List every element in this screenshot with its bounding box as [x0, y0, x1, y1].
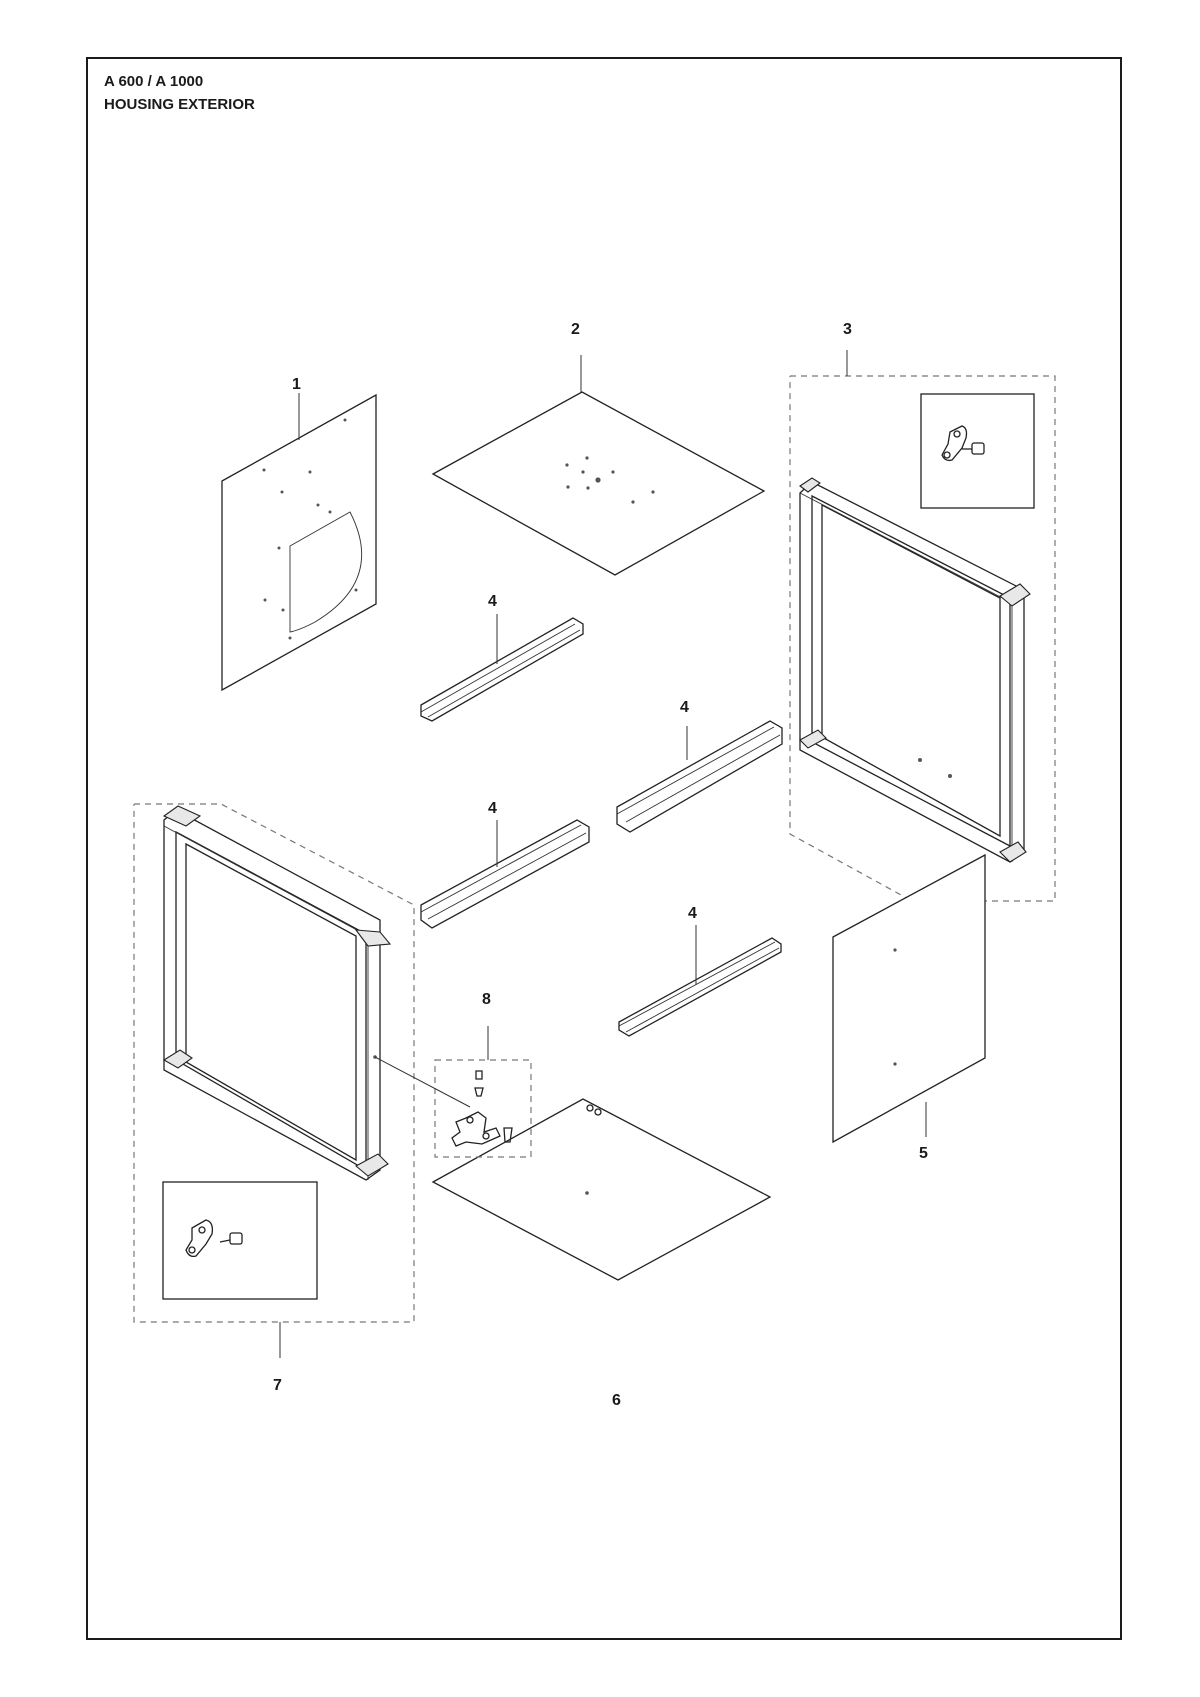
part-5-rear-panel[interactable]	[832, 853, 986, 1144]
part-3-frame	[799, 477, 1031, 863]
part-4-rail-middle-left[interactable]	[420, 819, 590, 929]
drawing-frame	[86, 57, 1122, 1640]
callout-1: 1	[292, 376, 301, 393]
part-7-left-frame-group[interactable]	[133, 803, 415, 1323]
part-4-rail-lower[interactable]	[618, 937, 782, 1037]
callout-3: 3	[843, 321, 852, 338]
part-3-right-frame-group[interactable]	[789, 375, 1056, 902]
part-8-latch-hardware-group[interactable]	[374, 1056, 532, 1158]
part-2-top-plate[interactable]	[431, 391, 766, 576]
part-8-fit-line	[374, 1056, 471, 1108]
callout-4c: 4	[488, 800, 497, 817]
callout-2: 2	[571, 321, 580, 338]
callout-4b: 4	[680, 699, 689, 716]
callout-4d: 4	[688, 905, 697, 922]
part-7-bracket-screw-icon	[185, 1219, 243, 1258]
part-4-rail-middle-right[interactable]	[616, 720, 783, 833]
part-7-frame	[162, 805, 392, 1181]
part-3-bracket-detail-box	[920, 393, 1035, 509]
part-4-rail-upper[interactable]	[420, 617, 584, 722]
callout-8: 8	[482, 991, 491, 1008]
part-6-bottom-plate[interactable]	[431, 1098, 772, 1281]
part-1-side-panel[interactable]	[221, 393, 377, 692]
part-7-bracket-detail-box	[162, 1181, 318, 1300]
callout-4a: 4	[488, 593, 497, 610]
callout-7: 7	[273, 1377, 282, 1394]
part-8-latch-icon	[451, 1070, 513, 1147]
drawing-header: A 600 / A 1000 HOUSING EXTERIOR	[104, 70, 255, 116]
callout-5: 5	[919, 1145, 928, 1162]
section-title: HOUSING EXTERIOR	[104, 96, 255, 113]
callout-6: 6	[612, 1392, 621, 1409]
model-title: A 600 / A 1000	[104, 73, 204, 90]
part-3-bracket-screw-icon	[941, 425, 985, 462]
